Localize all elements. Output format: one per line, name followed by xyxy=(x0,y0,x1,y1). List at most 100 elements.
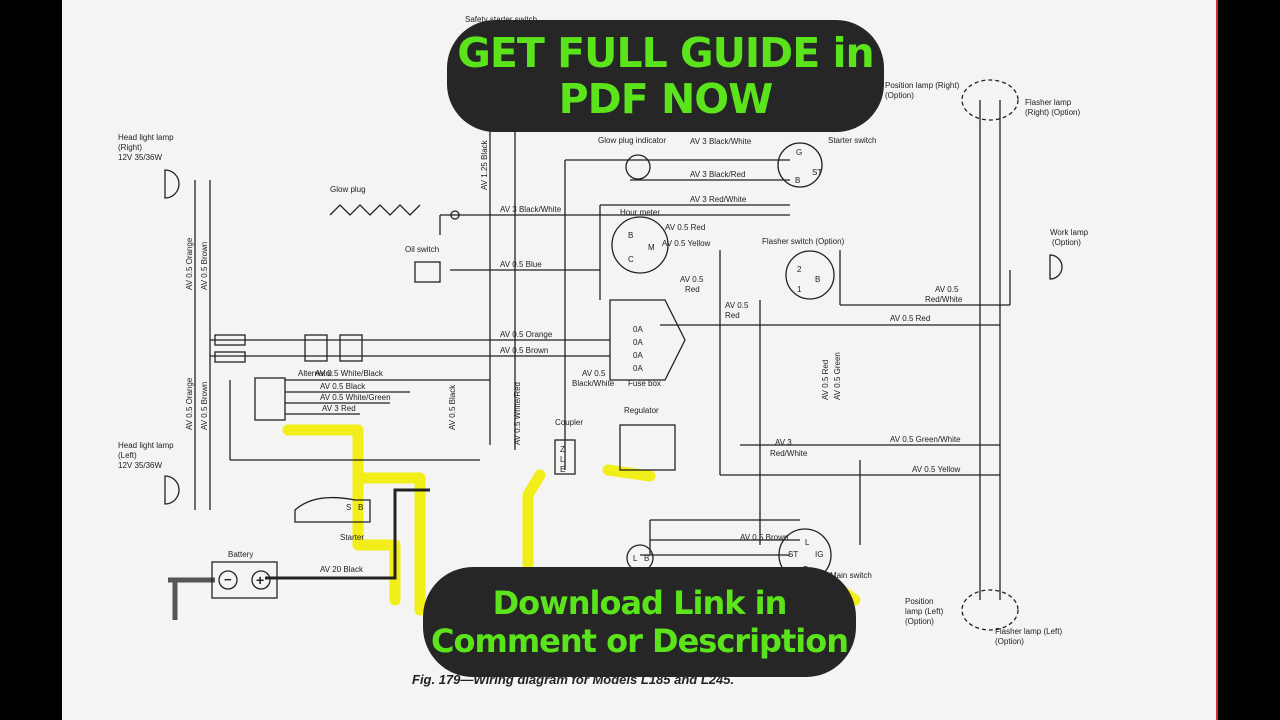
wire-vert-orange-bot: AV 0.5 Orange xyxy=(185,377,194,430)
wire-vert-wr: AV 0.5 White/Red xyxy=(513,382,522,445)
battery-plus-icon: + xyxy=(256,572,264,588)
label-oil-switch: Oil switch xyxy=(405,245,439,254)
wire-vert-red: AV 0.5 Red xyxy=(821,360,830,400)
wire-av3-rw-2: Red/White xyxy=(770,449,808,458)
wire-vert-black: AV 1.25 Black xyxy=(480,139,489,190)
label-flasher-lamp-right-2: (Right) (Option) xyxy=(1025,108,1080,117)
coupler-terminal-z: Z xyxy=(560,445,565,454)
hour-terminal-b: B xyxy=(628,231,633,240)
label-position-lamp-left-3: (Option) xyxy=(905,617,934,626)
wire-hour-red2: Red xyxy=(685,285,700,294)
wire-av3-rw-1: AV 3 xyxy=(775,438,792,447)
alternator-icon xyxy=(254,377,286,421)
label-flasher-lamp-right-1: Flasher lamp xyxy=(1025,98,1072,107)
wire-brown: AV 0.5 Brown xyxy=(500,346,548,355)
wire-vert-orange-top: AV 0.5 Orange xyxy=(185,237,194,290)
starter-terminal-st: ST xyxy=(812,168,822,177)
wire-alt-red: AV 3 Red xyxy=(322,404,356,413)
head-lamp-left-icon xyxy=(164,475,180,505)
wire-green-white: AV 0.5 Green/White xyxy=(890,435,961,444)
hour-meter-icon xyxy=(611,216,669,274)
label-flasher-lamp-left-option: (Option) xyxy=(995,637,1024,646)
coupler-terminal-e: E xyxy=(560,465,565,474)
wire-glow-feed: AV 3 Black/White xyxy=(500,205,562,214)
banner-bottom-line2: Comment or Description xyxy=(431,622,849,660)
work-lamp-icon xyxy=(1049,254,1063,280)
hour-terminal-m: M xyxy=(648,243,655,252)
flasher-switch-icon xyxy=(785,250,835,300)
label-position-lamp-right-1: Position lamp (Right) xyxy=(885,81,960,90)
label-glow-indicator: Glow plug indicator xyxy=(598,136,666,145)
label-headlight-right-2: (Right) xyxy=(118,143,142,152)
wire-main-brown: AV 0.5 Brown xyxy=(740,533,788,542)
starter-terminal-b: B xyxy=(795,176,800,185)
label-starter-switch: Starter switch xyxy=(828,136,876,145)
label-position-lamp-right-2: (Option) xyxy=(885,91,914,100)
flasher-terminal-2: 2 xyxy=(797,265,802,274)
fuse-terminal-4: 0A xyxy=(633,364,643,373)
label-safety-switch: Safety starter switch xyxy=(465,15,537,24)
wire-vert-brown-bot: AV 0.5 Brown xyxy=(200,382,209,430)
flasher-terminal-1: 1 xyxy=(797,285,802,294)
banner-top-line1: GET FULL GUIDE in xyxy=(457,29,874,77)
wire-fuse-bw-1: AV 0.5 xyxy=(582,369,606,378)
head-lamp-right-icon xyxy=(164,169,180,199)
banner-bottom-line1: Download Link in xyxy=(492,584,788,622)
coupler-terminal-l: L xyxy=(560,455,565,464)
wire-work-rw-1: AV 0.5 xyxy=(935,285,959,294)
label-work-lamp-1: Work lamp xyxy=(1050,228,1089,237)
flasher-terminal-b: B xyxy=(815,275,820,284)
starter-terminal-b2: B xyxy=(358,503,363,512)
component-symbols xyxy=(164,79,1063,631)
main-terminal-ig: IG xyxy=(815,550,823,559)
wire-fuse-red-1: AV 0.5 xyxy=(725,301,749,310)
label-starter: Starter xyxy=(340,533,364,542)
wire-work-rw-2: Red/White xyxy=(925,295,963,304)
label-headlight-left-3: 12V 35/36W xyxy=(118,461,162,470)
wire-vert-green: AV 0.5 Green xyxy=(833,352,842,400)
regulator-icon xyxy=(619,424,676,471)
wire-alt-black: AV 0.5 Black xyxy=(320,382,366,391)
position-lamp-right-icon xyxy=(961,79,1019,121)
label-flasher-switch: Flasher switch (Option) xyxy=(762,237,845,246)
wire-vert-black2: AV 0.5 Black xyxy=(448,384,457,430)
wire-work-red: AV 0.5 Red xyxy=(890,314,930,323)
label-fuse-box: Fuse box xyxy=(628,379,661,388)
label-main-switch: Main switch xyxy=(830,571,872,580)
wire-hour-av05: AV 0.5 xyxy=(680,275,704,284)
fuse-box-icon xyxy=(609,299,686,381)
label-work-lamp-2: (Option) xyxy=(1052,238,1081,247)
glow-indicator-icon xyxy=(625,154,651,180)
fuse-terminal-3: 0A xyxy=(633,351,643,360)
wire-hour-red: AV 0.5 Red xyxy=(665,223,705,232)
position-lamp-left-icon xyxy=(961,589,1019,631)
glow-plug-icon xyxy=(329,204,421,216)
label-headlight-right-3: 12V 35/36W xyxy=(118,153,162,162)
label-glow-plug: Glow plug xyxy=(330,185,366,194)
starter-motor-icon xyxy=(294,496,371,523)
wire-vert-brown-top: AV 0.5 Brown xyxy=(200,242,209,290)
wire-oil-blue: AV 0.5 Blue xyxy=(500,260,542,269)
battery-minus-icon: − xyxy=(224,572,232,587)
wire-orange: AV 0.5 Orange xyxy=(500,330,553,339)
lamp-terminal-b: B xyxy=(644,554,649,563)
lamp-terminal-l: L xyxy=(633,554,638,563)
main-terminal-st: ST xyxy=(788,550,798,559)
get-guide-banner[interactable]: GET FULL GUIDE in PDF NOW xyxy=(447,20,884,132)
wire-alt-wb: AV 0.5 White/Black xyxy=(315,369,384,378)
label-battery: Battery xyxy=(228,550,253,559)
battery-icon xyxy=(211,561,278,599)
hour-terminal-c: C xyxy=(628,255,634,264)
coupler-icon xyxy=(554,439,576,475)
diagram-labels: Safety starter switch Head light lamp (R… xyxy=(118,15,1089,687)
label-position-lamp-left-1: Position xyxy=(905,597,933,606)
wire-battery: AV 20 Black xyxy=(320,565,364,574)
fuse-terminal-1: 0A xyxy=(633,325,643,334)
label-headlight-left-2: (Left) xyxy=(118,451,137,460)
main-terminal-l: L xyxy=(805,538,810,547)
download-link-banner[interactable]: Download Link in Comment or Description xyxy=(423,567,856,677)
oil-switch-icon xyxy=(414,261,441,283)
wire-network xyxy=(168,80,1011,620)
label-hour-meter: Hour meter xyxy=(620,208,660,217)
label-alternator: Alternator xyxy=(298,369,333,378)
